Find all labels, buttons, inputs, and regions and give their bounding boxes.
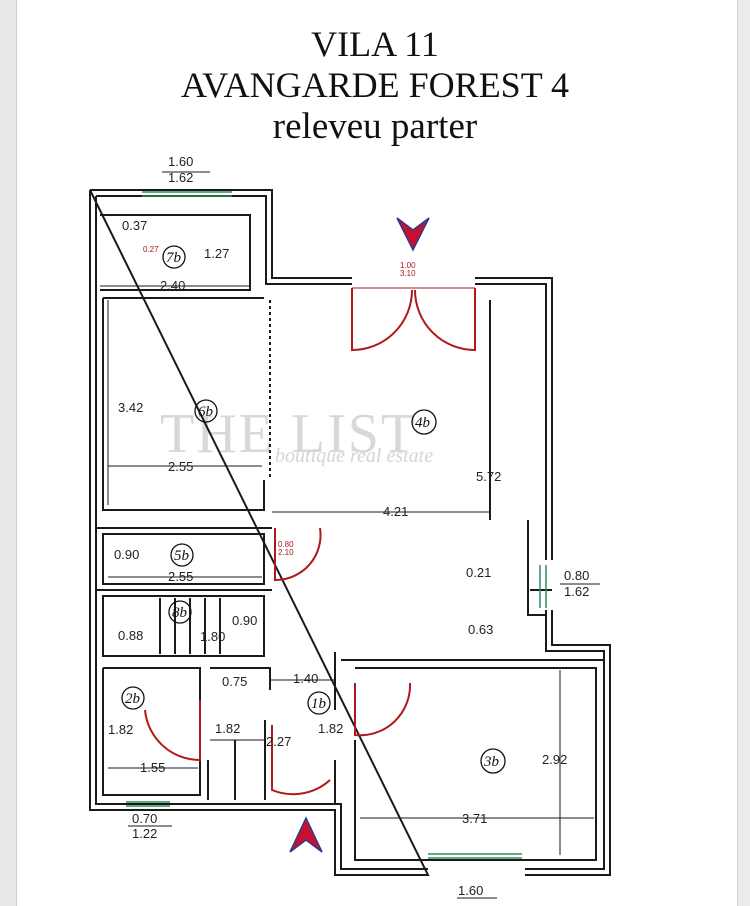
room-label-8b: 8b bbox=[172, 605, 188, 621]
dim-063: 0.63 bbox=[468, 622, 493, 637]
dim-140: 1.40 bbox=[293, 671, 318, 686]
room-circles bbox=[121, 245, 506, 774]
dim-090-8b: 0.90 bbox=[232, 613, 257, 628]
title-villa: VILA 11 bbox=[311, 24, 439, 64]
page-frame-right bbox=[737, 0, 750, 906]
door-main-width: 3.10 bbox=[400, 269, 416, 278]
dim-421: 4.21 bbox=[383, 504, 408, 519]
dim-572: 5.72 bbox=[476, 469, 501, 484]
entrance-arrow-top-icon bbox=[396, 217, 430, 252]
dim-292: 2.92 bbox=[542, 752, 567, 767]
dim-255-5b: 2.55 bbox=[168, 569, 193, 584]
door-main-height: 1.00 bbox=[400, 261, 416, 270]
dim-top-window-height: 1.62 bbox=[168, 170, 193, 185]
doors bbox=[144, 287, 476, 796]
room-label-1b: 1b bbox=[311, 696, 327, 712]
page-frame-left bbox=[0, 0, 17, 906]
dim-182-2b: 1.82 bbox=[108, 722, 133, 737]
dim-155: 1.55 bbox=[140, 760, 165, 775]
watermark-tagline: boutique real estate bbox=[275, 445, 433, 467]
watermark-logo: THE LIST bbox=[160, 403, 417, 465]
door-5b-width: 2.10 bbox=[278, 548, 294, 557]
dim-240: 2.40 bbox=[160, 278, 185, 293]
dim-side-window-width: 0.80 bbox=[564, 568, 589, 583]
dim-127: 1.27 bbox=[204, 246, 229, 261]
title-floor: releveu parter bbox=[272, 106, 478, 147]
dim-side-window-height: 1.62 bbox=[564, 584, 589, 599]
dim-180: 1.80 bbox=[200, 629, 225, 644]
dim-371: 3.71 bbox=[462, 811, 487, 826]
dim-182-1b: 1.82 bbox=[318, 721, 343, 736]
entrance-arrow-bottom-icon bbox=[289, 816, 323, 853]
dimension-lines bbox=[100, 171, 600, 899]
dim-top-window-width: 1.60 bbox=[168, 154, 193, 169]
title-project: AVANGARDE FOREST 4 bbox=[180, 65, 570, 105]
dim-bottom-window-height: 1.22 bbox=[132, 826, 157, 841]
dim-021: 0.21 bbox=[466, 565, 491, 580]
room-label-6b: 6b bbox=[198, 404, 214, 420]
dim-088: 0.88 bbox=[118, 628, 143, 643]
dim-342: 3.42 bbox=[118, 400, 143, 415]
room-label-7b: 7b bbox=[166, 250, 182, 266]
room-label-2b: 2b bbox=[125, 691, 141, 707]
dim-bottom-window-2: 1.60 bbox=[458, 883, 483, 898]
room-label-5b: 5b bbox=[174, 548, 190, 564]
dim-bottom-window-width: 0.70 bbox=[132, 811, 157, 826]
dim-255-6b: 2.55 bbox=[168, 459, 193, 474]
dim-182-hall: 1.82 bbox=[215, 721, 240, 736]
windows bbox=[126, 191, 547, 859]
dim-037: 0.37 bbox=[122, 218, 147, 233]
dim-090-5b: 0.90 bbox=[114, 547, 139, 562]
dim-075: 0.75 bbox=[222, 674, 247, 689]
door-5b-height: 0.80 bbox=[278, 540, 294, 549]
room-label-3b: 3b bbox=[483, 754, 500, 770]
dim-227: 2.27 bbox=[266, 734, 291, 749]
room-label-4b: 4b bbox=[415, 415, 431, 431]
dim-027: 0.27 bbox=[143, 245, 159, 254]
